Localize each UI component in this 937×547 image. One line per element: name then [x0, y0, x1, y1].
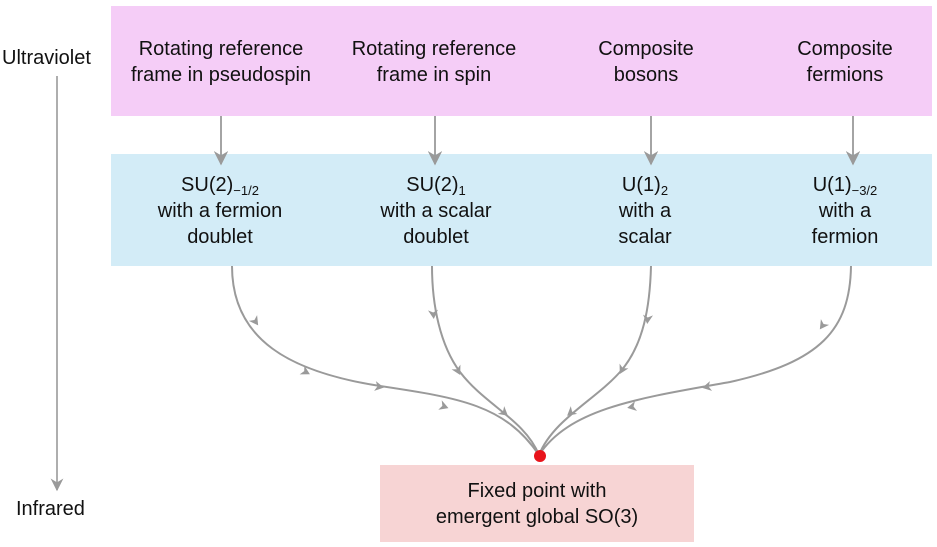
source-line: fermions [806, 64, 884, 86]
flow-arrowhead [627, 401, 638, 411]
flow-arrowhead [643, 314, 653, 324]
gauge-group: U(1) [621, 174, 661, 196]
fixed-point-dot [534, 450, 546, 462]
level-subscript: 1 [458, 183, 466, 198]
flow-arrowhead [702, 381, 713, 391]
fixed-point-line: Fixed point with [467, 479, 607, 502]
theory-line: with a [818, 200, 872, 222]
rg-flow-curve [538, 265, 652, 456]
level-subscript: 2 [660, 183, 669, 198]
source-spin-frame: Rotating reference frame in spin [352, 36, 517, 88]
theory-su2-scalar: SU(2)1 with a scalar doublet [380, 172, 491, 250]
uv-band [111, 6, 932, 116]
theory-line: with a scalar [380, 200, 492, 222]
theory-name: SU(2)1 [380, 172, 491, 198]
source-composite-bosons: Composite bosons [598, 36, 694, 88]
flow-arrowhead [438, 400, 449, 410]
fixed-point-line: emergent global SO(3) [435, 505, 639, 528]
flow-arrowhead [567, 406, 578, 416]
source-line: Rotating reference [351, 38, 517, 60]
flow-arrowhead [619, 363, 629, 374]
source-composite-fermions: Composite fermions [797, 36, 893, 88]
flow-arrowhead [428, 309, 438, 319]
level-subscript: −1/2 [233, 183, 259, 198]
theory-line: doublet [187, 226, 253, 248]
source-line: bosons [613, 64, 679, 86]
flow-arrowhead [299, 365, 310, 375]
source-pseudospin-frame: Rotating reference frame in pseudospin [131, 36, 311, 88]
theory-name: U(1)−3/2 [812, 172, 879, 198]
flow-arrowhead [374, 381, 384, 391]
source-line: frame in spin [376, 64, 492, 86]
theory-band [111, 154, 932, 266]
gauge-group: U(1) [812, 174, 852, 196]
theory-line: fermion [811, 226, 879, 248]
rg-flow-curve [231, 265, 540, 456]
source-line: Composite [598, 38, 694, 60]
theory-name: SU(2)−1/2 [158, 172, 283, 198]
flow-arrowhead [248, 315, 259, 326]
rg-flow-curve [431, 265, 540, 456]
theory-line: with a fermion [157, 200, 283, 222]
gauge-group: SU(2) [181, 174, 234, 196]
theory-name: U(1)2 [618, 172, 671, 198]
theory-line: with a [618, 200, 672, 222]
theory-u1-scalar: U(1)2 with a scalar [618, 172, 671, 250]
flow-arrowheads [248, 309, 830, 416]
flow-arrowhead [497, 406, 508, 416]
fixed-point-box: Fixed point with emergent global SO(3) [380, 465, 694, 542]
infrared-label: Infrared [16, 498, 85, 520]
theory-su2-fermion: SU(2)−1/2 with a fermion doublet [158, 172, 283, 250]
theory-u1-fermion: U(1)−3/2 with a fermion [812, 172, 879, 250]
ultraviolet-label: Ultraviolet [2, 47, 91, 69]
level-subscript: −3/2 [851, 183, 878, 198]
theory-line: doublet [403, 226, 469, 248]
rg-flow-curve [538, 265, 852, 456]
gauge-group: SU(2) [406, 174, 459, 196]
flow-arrowhead [451, 364, 461, 375]
flow-arrowhead [819, 319, 830, 330]
source-line: Rotating reference [138, 38, 304, 60]
source-line: Composite [797, 38, 893, 60]
source-line: frame in pseudospin [130, 64, 312, 86]
theory-line: scalar [618, 226, 672, 248]
